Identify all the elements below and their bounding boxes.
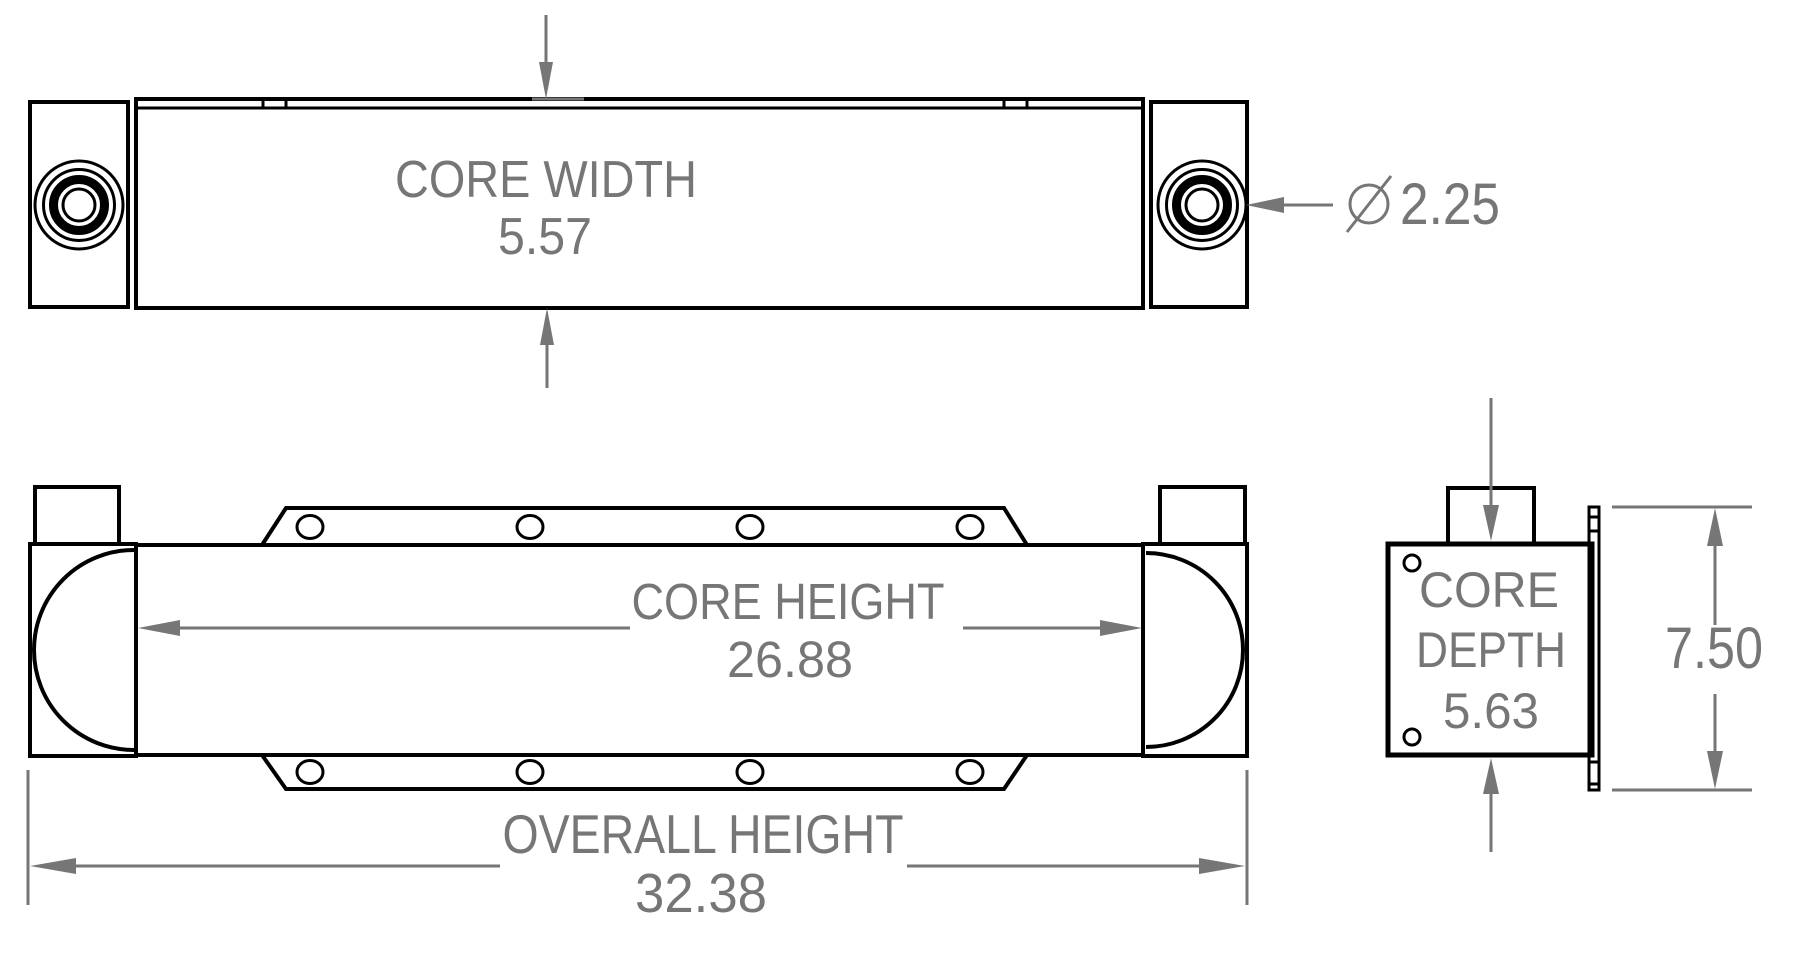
bottom-flange-outline (258, 753, 1031, 791)
arrowhead-left (1246, 197, 1284, 213)
core-width-dimension: CORE WIDTH 5.57 (395, 15, 697, 388)
flange-bolt-hole (515, 759, 545, 785)
core-height-value: 26.88 (727, 631, 853, 688)
right-port-fitting (1156, 159, 1248, 251)
bottom-mounting-flange (258, 753, 1031, 791)
core-width-value: 5.57 (498, 208, 592, 266)
left-port-fitting (33, 159, 125, 251)
flange-height-dimension: 7.50 (1612, 505, 1763, 792)
port-outer-ring (33, 159, 125, 251)
top-mounting-flange (258, 506, 1031, 547)
flange-bolt-hole (955, 514, 985, 540)
flange-bolt-hole (295, 759, 325, 785)
flange-bolt-hole (295, 514, 325, 540)
port-diameter-value: 2.25 (1400, 172, 1500, 237)
port-seal-ring (49, 175, 109, 235)
top-flange-outline (258, 506, 1031, 547)
flange-height-value: 7.50 (1665, 616, 1763, 681)
diameter-symbol-slash (1345, 175, 1393, 233)
top-view: CORE WIDTH 5.57 2.25 (28, 15, 1500, 388)
arrowhead-up (1483, 758, 1499, 794)
side-view-core-plate (1385, 541, 1595, 758)
port-ring (1165, 168, 1239, 242)
port-bore (1184, 187, 1220, 223)
flange-bolt-hole (735, 514, 765, 540)
core-depth-dimension: CORE DEPTH 5.63 (1416, 398, 1566, 852)
left-tank-stub (33, 485, 121, 546)
arrowhead-left (30, 858, 76, 874)
arrowhead-right (1199, 858, 1245, 874)
port-bore (61, 187, 97, 223)
flange-bolt-hole (515, 514, 545, 540)
arrowhead-right (1100, 620, 1142, 636)
core-depth-label-line1: CORE (1419, 562, 1559, 618)
core-height-label: CORE HEIGHT (632, 573, 945, 630)
plate-bolt-hole (1402, 727, 1422, 747)
core-width-label: CORE WIDTH (395, 151, 697, 209)
top-view-core-body (134, 97, 1145, 310)
arrowhead-down (1483, 505, 1499, 541)
overall-height-label: OVERALL HEIGHT (503, 803, 904, 865)
overall-height-value: 32.38 (635, 862, 767, 924)
front-view-right-tank (1141, 542, 1249, 758)
right-tank-stub (1158, 485, 1247, 546)
port-outer-ring (1156, 159, 1248, 251)
side-view-flange-edge (1587, 505, 1601, 792)
plate-bolt-hole (1402, 553, 1422, 573)
overall-height-dimension: OVERALL HEIGHT 32.38 (26, 770, 1249, 924)
front-view: CORE HEIGHT 26.88 OVERALL HEIGHT 32.38 (26, 485, 1249, 924)
arrowhead-down (539, 62, 553, 99)
front-view-left-tank (28, 542, 138, 758)
core-height-dimension: CORE HEIGHT 26.88 (138, 573, 1142, 688)
arrowhead-up (1707, 508, 1723, 546)
core-depth-value: 5.63 (1443, 683, 1539, 739)
diameter-symbol-icon (1345, 175, 1393, 233)
flange-bolt-hole (955, 759, 985, 785)
port-diameter-callout: 2.25 (1246, 172, 1500, 237)
arrowhead-down (1707, 751, 1723, 789)
arrowhead-left (138, 620, 180, 636)
core-depth-label-line2: DEPTH (1416, 622, 1566, 678)
side-view: CORE DEPTH 5.63 7.50 (1385, 398, 1763, 852)
port-seal-ring (1172, 175, 1232, 235)
right-tank-dome-arc (1145, 551, 1245, 749)
arrowhead-up (540, 308, 554, 345)
top-view-left-tank (28, 100, 130, 309)
left-tank-dome-arc (32, 548, 135, 752)
flange-bolt-hole (735, 759, 765, 785)
port-ring (42, 168, 116, 242)
diameter-symbol-circle (1348, 183, 1390, 225)
